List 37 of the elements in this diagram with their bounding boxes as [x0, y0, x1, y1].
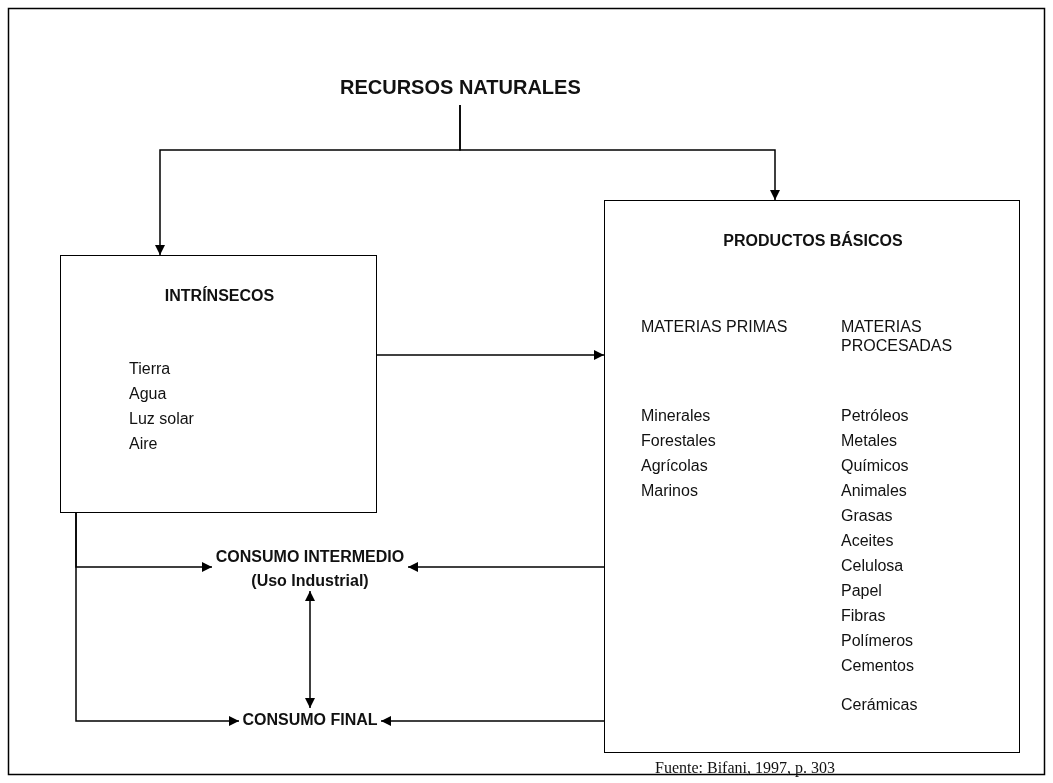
list-item: Metales — [841, 431, 898, 450]
column-heading: MATERIAS PRIMAS — [641, 317, 789, 336]
title-text: RECURSOS NATURALES — [340, 78, 580, 97]
box-heading: PRODUCTOS BÁSICOS — [722, 231, 904, 250]
list-item: Polímeros — [841, 631, 914, 650]
node-label: CONSUMO INTERMEDIO — [214, 547, 406, 566]
list-item: Químicos — [841, 456, 909, 475]
list-item: Petróleos — [841, 406, 909, 425]
list-item: Aceites — [841, 531, 894, 550]
box-heading: INTRÍNSECOS — [163, 286, 276, 305]
list-item: Cerámicas — [841, 695, 918, 714]
list-item: Celulosa — [841, 556, 904, 575]
list-item: Luz solar — [129, 409, 194, 428]
source-caption: Fuente: Bifani, 1997, p. 303 — [655, 758, 835, 777]
arrow — [376, 350, 605, 360]
list-item: Animales — [841, 481, 907, 500]
list-item: Cementos — [841, 656, 914, 675]
process-box — [604, 200, 1020, 753]
arrow — [459, 104, 780, 201]
arrow — [380, 716, 605, 726]
arrow — [305, 590, 315, 709]
list-item: Aire — [129, 434, 158, 453]
process-box — [60, 255, 377, 513]
list-item: Forestales — [641, 431, 716, 450]
list-item: Tierra — [129, 359, 171, 378]
list-item: Marinos — [641, 481, 698, 500]
list-item: Agrícolas — [641, 456, 708, 475]
list-item: Papel — [841, 581, 882, 600]
list-item: Grasas — [841, 506, 893, 525]
list-item: Agua — [129, 384, 167, 403]
node-label: CONSUMO FINAL — [241, 710, 379, 729]
arrow — [407, 562, 605, 572]
list-item: Minerales — [641, 406, 711, 425]
column-heading: MATERIAS PROCESADAS — [841, 317, 954, 355]
arrow — [75, 512, 240, 726]
list-item: Fibras — [841, 606, 886, 625]
node-sublabel: (Uso Industrial) — [250, 571, 370, 590]
